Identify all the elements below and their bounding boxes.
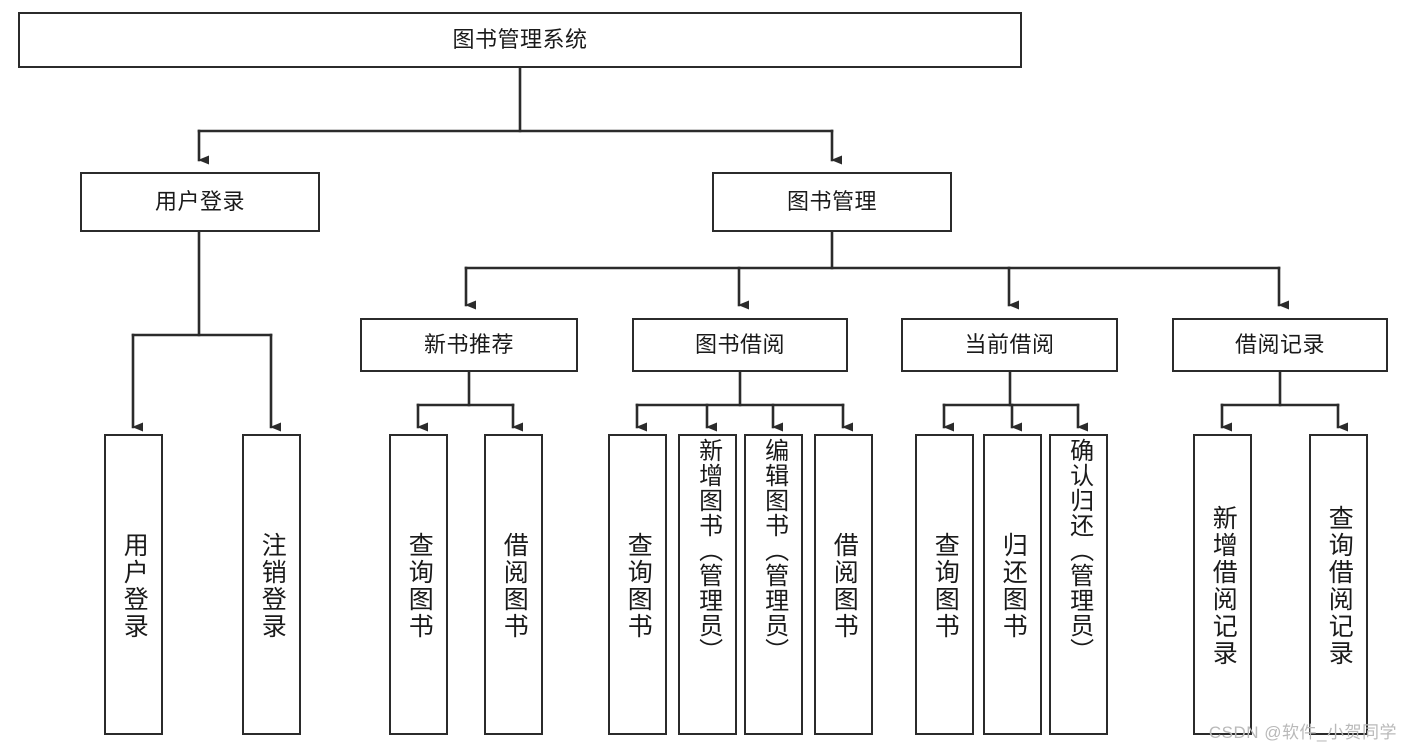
leaf-book-borrow-edit[interactable]: 编辑图书（管理员） bbox=[744, 434, 803, 735]
leaf-current-borrow-confirm-label: 确认归还（管理员） bbox=[1065, 438, 1093, 663]
leaf-book-borrow-query[interactable]: 查询图书 bbox=[608, 434, 667, 735]
leaf-book-borrow-borrow[interactable]: 借阅图书 bbox=[814, 434, 873, 735]
leaf-borrow-record-query[interactable]: 查询借阅记录 bbox=[1309, 434, 1368, 735]
leaf-book-borrow-borrow-label: 借阅图书 bbox=[830, 531, 859, 640]
node-new-book-recommend-label: 新书推荐 bbox=[423, 332, 514, 358]
node-new-book-recommend[interactable]: 新书推荐 bbox=[360, 318, 578, 372]
leaf-borrow-record-add[interactable]: 新增借阅记录 bbox=[1193, 434, 1252, 735]
leaf-user-login-logout-label: 注销登录 bbox=[258, 531, 287, 640]
leaf-current-borrow-return[interactable]: 归还图书 bbox=[983, 434, 1042, 735]
node-book-management-label: 图书管理 bbox=[786, 189, 877, 215]
node-current-borrow-label: 当前借阅 bbox=[964, 332, 1055, 358]
node-root[interactable]: 图书管理系统 bbox=[18, 12, 1022, 68]
csdn-watermark: CSDN @软件_小贺同学 bbox=[1208, 723, 1397, 742]
node-book-borrow[interactable]: 图书借阅 bbox=[632, 318, 848, 372]
leaf-new-book-borrow-label: 借阅图书 bbox=[500, 531, 529, 640]
node-borrow-record[interactable]: 借阅记录 bbox=[1172, 318, 1388, 372]
node-book-management[interactable]: 图书管理 bbox=[712, 172, 952, 232]
leaf-user-login-logout[interactable]: 注销登录 bbox=[242, 434, 301, 735]
leaf-borrow-record-add-label: 新增借阅记录 bbox=[1209, 504, 1238, 667]
leaf-user-login-login[interactable]: 用户登录 bbox=[104, 434, 163, 735]
leaf-book-borrow-add-label: 新增图书（管理员） bbox=[694, 438, 722, 663]
node-borrow-record-label: 借阅记录 bbox=[1234, 332, 1325, 358]
leaf-user-login-login-label: 用户登录 bbox=[120, 531, 149, 640]
leaf-book-borrow-query-label: 查询图书 bbox=[624, 531, 653, 640]
leaf-current-borrow-query-label: 查询图书 bbox=[931, 531, 960, 640]
leaf-book-borrow-add[interactable]: 新增图书（管理员） bbox=[678, 434, 737, 735]
node-user-login[interactable]: 用户登录 bbox=[80, 172, 320, 232]
node-book-borrow-label: 图书借阅 bbox=[694, 332, 785, 358]
node-current-borrow[interactable]: 当前借阅 bbox=[901, 318, 1118, 372]
leaf-book-borrow-edit-label: 编辑图书（管理员） bbox=[760, 438, 788, 663]
leaf-current-borrow-query[interactable]: 查询图书 bbox=[915, 434, 974, 735]
leaf-current-borrow-return-label: 归还图书 bbox=[999, 531, 1028, 640]
node-user-login-label: 用户登录 bbox=[154, 189, 245, 215]
leaf-new-book-query-label: 查询图书 bbox=[405, 531, 434, 640]
leaf-new-book-query[interactable]: 查询图书 bbox=[389, 434, 448, 735]
leaf-current-borrow-confirm[interactable]: 确认归还（管理员） bbox=[1049, 434, 1108, 735]
node-root-label: 图书管理系统 bbox=[452, 27, 588, 53]
leaf-new-book-borrow[interactable]: 借阅图书 bbox=[484, 434, 543, 735]
leaf-borrow-record-query-label: 查询借阅记录 bbox=[1325, 504, 1354, 667]
